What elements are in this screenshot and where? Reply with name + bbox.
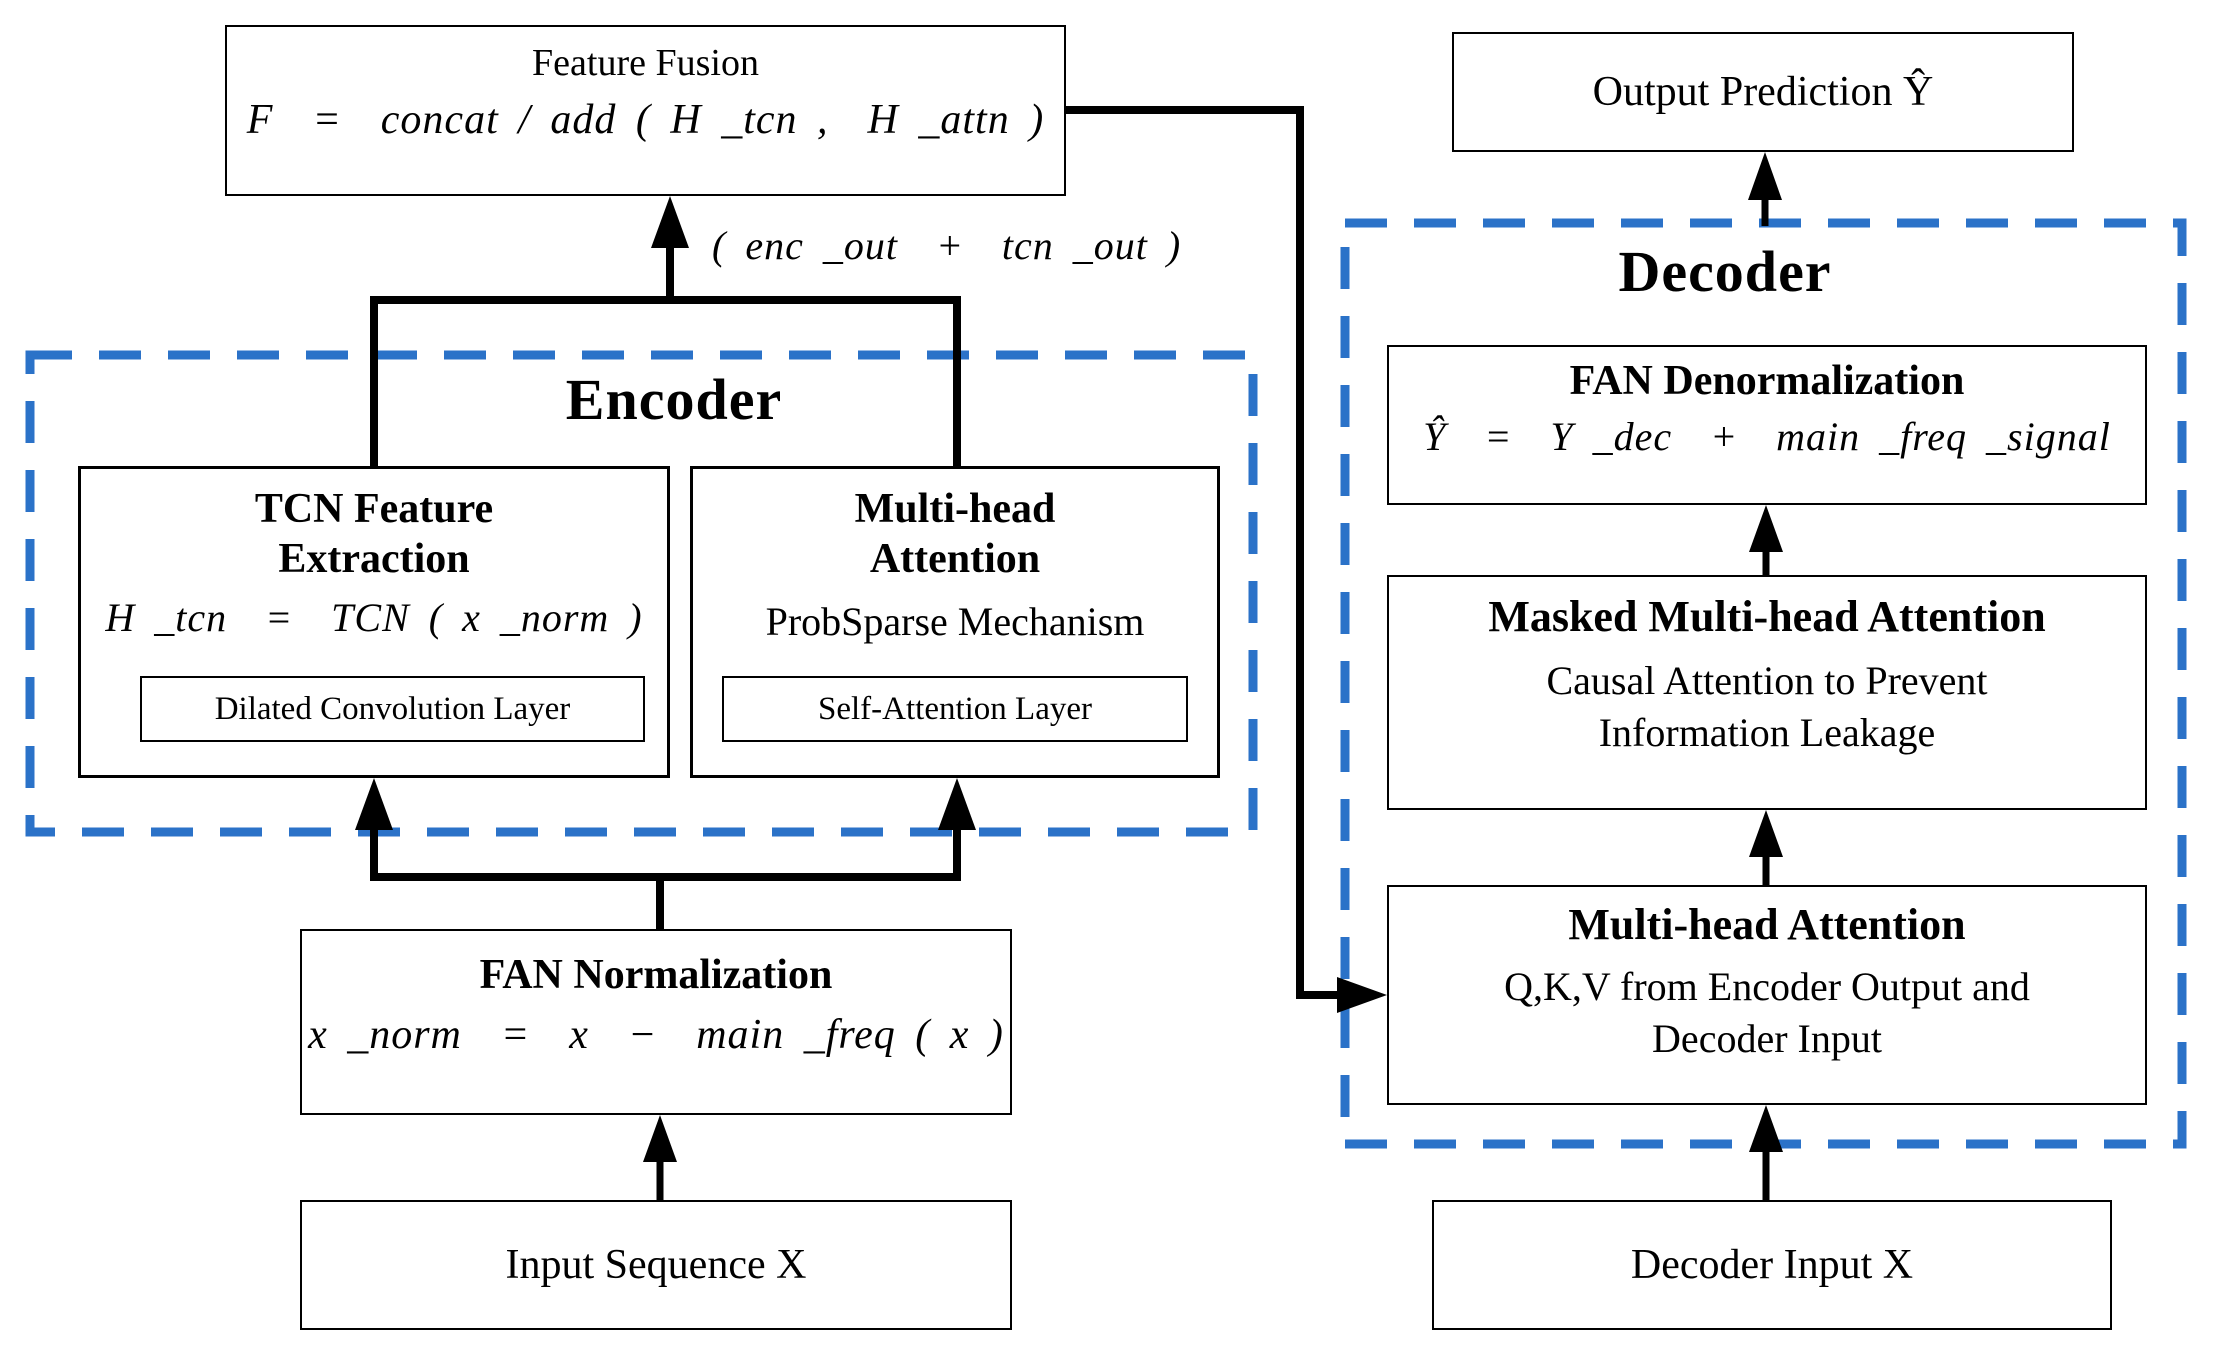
- masked-attention-title: Masked Multi-head Attention: [1488, 592, 2046, 641]
- arrowhead-into-attention: [938, 778, 976, 830]
- feature-fusion-formula: F = concat / add ( H _tcn , H _attn ): [246, 97, 1045, 144]
- self-attention-layer-label: Self-Attention Layer: [818, 690, 1092, 727]
- tcn-title-line1: TCN Feature: [254, 486, 494, 532]
- dilated-convolution-layer-label: Dilated Convolution Layer: [214, 690, 571, 727]
- encoder-dashed-border: [25, 350, 1258, 837]
- enc-out-label: ( enc _out + tcn _out ): [712, 223, 1182, 268]
- dilated-convolution-layer-box: Dilated Convolution Layer: [140, 676, 645, 742]
- fan-split-bar: [370, 825, 961, 881]
- encoder-attention-title-line2: Attention: [869, 535, 1041, 582]
- decoder-input-label: Decoder Input X: [1630, 1241, 1914, 1288]
- fan-denormalization-title: FAN Denormalization: [1569, 358, 1965, 404]
- fan-denormalization-box: FAN Denormalization Ŷ = Y _dec + main _f…: [1387, 345, 2147, 505]
- input-sequence-box: Input Sequence X: [300, 1200, 1012, 1330]
- masked-attention-line2: Information Leakage: [1598, 709, 1936, 755]
- decoder-input-box: Decoder Input X: [1432, 1200, 2112, 1330]
- cross-attention-title: Multi-head Attention: [1568, 900, 1966, 949]
- masked-attention-line1: Causal Attention to Prevent: [1546, 657, 1988, 703]
- cross-attention-line1: Q,K,V from Encoder Output and: [1504, 963, 2030, 1009]
- arrowhead-into-output-prediction: [1748, 152, 1782, 200]
- arrowhead-into-tcn: [355, 778, 393, 830]
- feature-fusion-box: Feature Fusion F = concat / add ( H _tcn…: [225, 25, 1066, 196]
- fan-denormalization-formula: Ŷ = Y _dec + main _freq _signal: [1423, 413, 2111, 459]
- fan-normalization-box: FAN Normalization x _norm = x − main _fr…: [300, 929, 1012, 1115]
- fusion-to-decoder-line: [1066, 106, 1338, 999]
- self-attention-layer-box: Self-Attention Layer: [722, 676, 1188, 742]
- cross-attention-line2: Decoder Input: [1652, 1015, 1882, 1061]
- arrowhead-to-feature-fusion: [651, 196, 689, 248]
- decoder-title: Decoder: [1618, 239, 1832, 304]
- masked-attention-box: Masked Multi-head Attention Causal Atten…: [1387, 575, 2147, 810]
- arrowhead-into-cross-attention-bottom: [1749, 1105, 1783, 1152]
- output-prediction-box: Output Prediction Ŷ: [1452, 32, 2074, 152]
- feature-fusion-title: Feature Fusion: [532, 42, 759, 84]
- output-prediction-label: Output Prediction Ŷ: [1592, 68, 1934, 115]
- input-sequence-label: Input Sequence X: [505, 1241, 807, 1288]
- encoder-title: Encoder: [565, 367, 783, 432]
- cross-attention-box: Multi-head Attention Q,K,V from Encoder …: [1387, 885, 2147, 1105]
- fan-normalization-title: FAN Normalization: [479, 952, 833, 998]
- encoder-attention-title-line1: Multi-head: [854, 486, 1056, 532]
- encoder-merge-line: [370, 296, 961, 466]
- tcn-formula: H _tcn = TCN ( x _norm ): [105, 595, 643, 641]
- probsparse-label: ProbSparse Mechanism: [765, 599, 1145, 645]
- tcn-title-line2: Extraction: [278, 535, 470, 582]
- arrowhead-into-fan-normalization: [643, 1115, 677, 1162]
- fan-normalization-formula: x _norm = x − main _freq ( x ): [308, 1011, 1004, 1058]
- arrowhead-into-cross-attention: [1337, 977, 1387, 1013]
- arrowhead-into-fan-denormalization: [1749, 505, 1783, 552]
- arrowhead-into-masked-attention: [1749, 810, 1783, 857]
